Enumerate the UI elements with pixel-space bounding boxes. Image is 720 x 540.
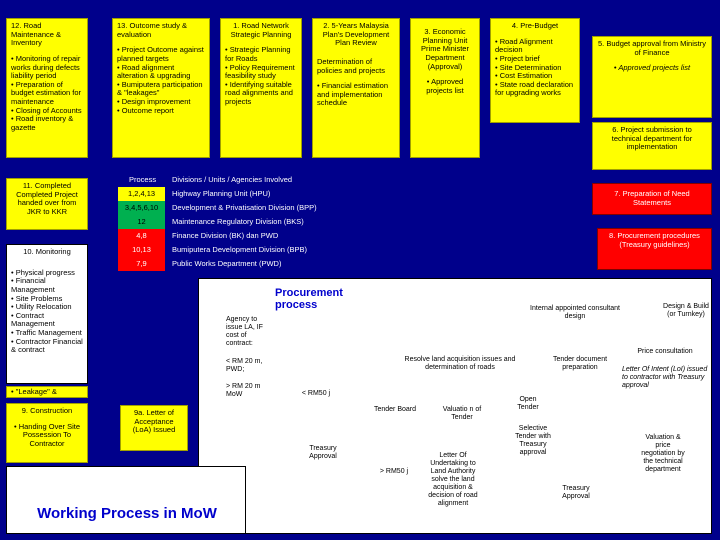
box1-body: • Strategic Planning for Roads • Policy … <box>225 45 295 106</box>
box-project-submission: 6. Project submission to technical depar… <box>592 122 712 170</box>
box-letter-of-acceptance: 9a. Letter of Acceptance (LoA) Issued <box>120 405 188 451</box>
box-economic-planning: 3. Economic Planning Unit Prime Minister… <box>410 18 480 158</box>
division-name-row1: Highway Planning Unit (HPU) <box>172 189 271 198</box>
box-pre-budget: 4. Pre-Budget • Road Alignment decision … <box>490 18 580 123</box>
process-cell-row6: 7,9 <box>118 257 165 271</box>
division-name-row4: Finance Division (BK) dan PWD <box>172 231 279 240</box>
box-need-statements: 7. Preparation of Need Statements <box>592 183 712 215</box>
box-monitoring-leakage: • "Leakage" & <box>6 386 88 398</box>
box11-title: 11. Completed Completed Project handed o… <box>16 181 78 216</box>
division-name-row3: Maintenance Regulatory Division (BKS) <box>172 217 304 226</box>
box5-body: • Approved projects list <box>613 63 691 73</box>
internal-consultant: Internal appointed consultant design <box>530 305 620 321</box>
footer-title: Working Process in MoW <box>37 505 217 522</box>
design-build: Design & Build (or Turnkey) <box>663 303 709 319</box>
box-monitoring: 10. Monitoring • Physical progress • Fin… <box>6 244 88 384</box>
box-completed-project: 11. Completed Completed Project handed o… <box>6 178 88 230</box>
selective-tender: Selective Tender with Treasury approval <box>515 425 551 457</box>
box4-body: • Road Alignment decision • Project brie… <box>495 36 574 98</box>
box6-title: 6. Project submission to technical depar… <box>611 125 693 152</box>
box1-title: 1. Road Network Strategic Planning <box>230 21 292 39</box>
gt-rm20-mow: > RM 20 m MoW <box>226 383 261 399</box>
resolve-land-issues: Resolve land acquisition issues and dete… <box>404 356 516 372</box>
box-road-network-planning: 1. Road Network Strategic Planning • Str… <box>220 18 302 158</box>
process-cell-row1: 1,2,4,13 <box>118 187 165 201</box>
tender-document: Tender document preparation <box>552 356 608 372</box>
division-name-row2: Development & Privatisation Division (BP… <box>172 203 317 212</box>
process-cell-row2: 3,4,5,6,10 <box>118 201 165 215</box>
box12-title: 12. Road Maintenance & Inventory <box>11 21 62 48</box>
box-outcome-study: 13. Outcome study & evaluation • Project… <box>112 18 210 158</box>
box9-title: 9. Construction <box>21 406 73 415</box>
divisions-header: Divisions / Units / Agencies Involved <box>172 175 293 184</box>
box9-body: • Handing Over Site Possession To Contra… <box>14 421 80 448</box>
box-road-maintenance: 12. Road Maintenance & Inventory • Monit… <box>6 18 88 158</box>
box12-body: • Monitoring of repair works during defe… <box>11 53 82 132</box>
box-malaysia-plan-review: 2. 5-Years Malaysia Plan's Development P… <box>312 18 400 158</box>
box3-title: 3. Economic Planning Unit Prime Minister… <box>421 27 469 71</box>
box2-body2: • Financial estimation and implementatio… <box>317 81 388 108</box>
box3-body: • Approved projects list <box>426 77 464 95</box>
process-cell-row5: 10,13 <box>118 243 165 257</box>
valuation-of-tender: Valuatio n of Tender <box>442 406 482 422</box>
tender-board: Tender Board <box>373 406 417 413</box>
valuation-price-negotiation: Valuation & price negotiation by the tec… <box>641 434 685 474</box>
box-procurement-procedures: 8. Procurement procedures (Treasury guid… <box>597 228 712 270</box>
box10-body: • Physical progress • Financial Manageme… <box>11 267 83 355</box>
treasury-approval-right: Treasury Approval <box>562 485 590 501</box>
process-cell-row4: 4,8 <box>118 229 165 243</box>
box13-body: • Project Outcome against planned target… <box>117 45 204 115</box>
footer-panel <box>6 466 246 534</box>
box8-title: 8. Procurement procedures (Treasury guid… <box>609 231 700 249</box>
letter-of-intent: Letter Of Intent (LoI) issued to contrac… <box>622 366 708 390</box>
box-budget-approval: 5. Budget approval from Ministry of Fina… <box>592 36 712 118</box>
box9a-title: 9a. Letter of Acceptance (LoA) Issued <box>132 408 176 435</box>
letter-of-undertaking: Letter Of Undertaking to Land Authority … <box>428 452 478 508</box>
box2-body: Determination of policies and projects <box>317 56 385 75</box>
lt-rm50: < RM50 j <box>301 390 331 397</box>
division-name-row6: Public Works Department (PWD) <box>172 259 282 268</box>
box5-title: 5. Budget approval from Ministry of Fina… <box>598 39 706 57</box>
process-cell-row3: 12 <box>118 215 165 229</box>
treasury-approval-left: Treasury Approval <box>309 445 337 461</box>
price-consultation: Price consultation <box>637 348 693 355</box>
agency-issue-la: Agency to issue LA, IF cost of contract: <box>226 316 263 348</box>
procurement-panel <box>198 278 712 534</box>
lt-rm20-pwd: < RM 20 m, PWD; <box>226 358 263 374</box>
box10-title: 10. Monitoring <box>23 247 71 256</box>
gt-rm50: > RM50 j <box>379 468 409 475</box>
box4-title: 4. Pre-Budget <box>511 21 559 30</box>
process-header: Process <box>129 175 157 184</box>
procurement-title: Procurement process <box>275 287 343 312</box>
box10-leak: • "Leakage" & <box>11 387 57 396</box>
box13-title: 13. Outcome study & evaluation <box>117 21 188 39</box>
box-construction: 9. Construction • Handing Over Site Poss… <box>6 403 88 463</box>
open-tender: Open Tender <box>517 396 539 412</box>
division-name-row5: Bumiputera Development Division (BPB) <box>172 245 308 254</box>
box7-title: 7. Preparation of Need Statements <box>614 189 690 207</box>
box2-title: 2. 5-Years Malaysia Plan's Development P… <box>322 21 390 48</box>
